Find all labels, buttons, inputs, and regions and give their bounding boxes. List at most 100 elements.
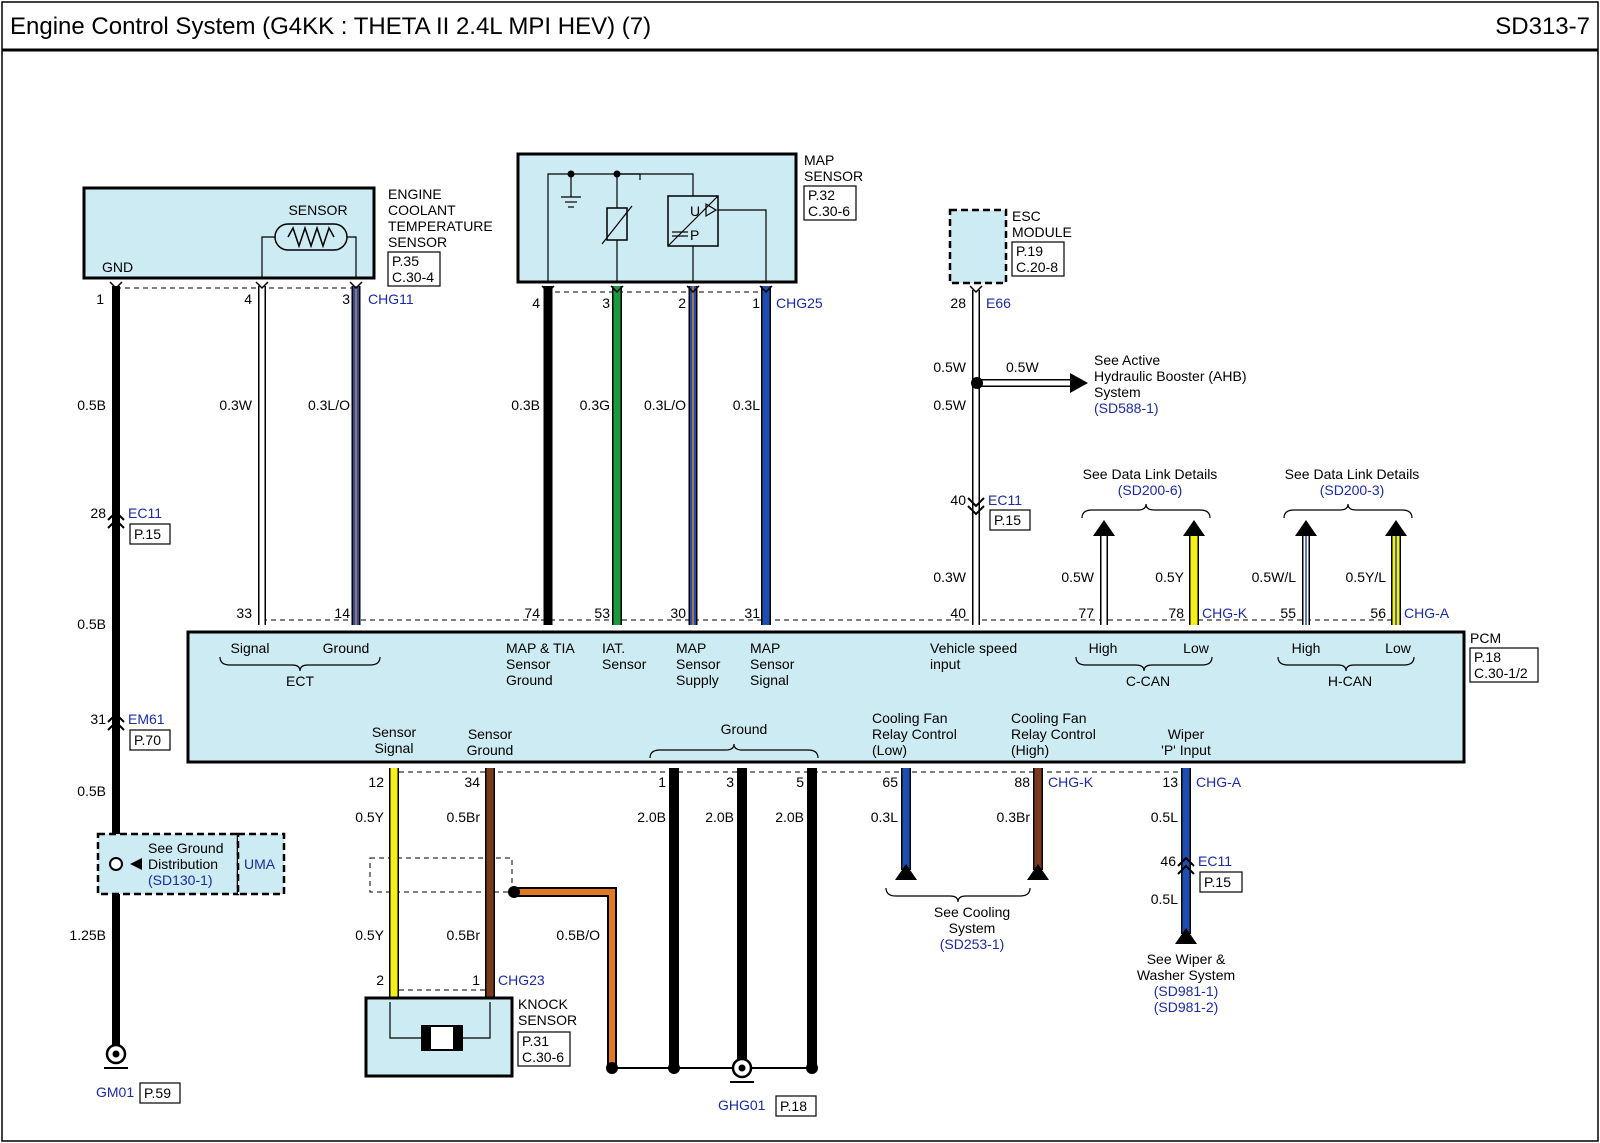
cooling-2: System <box>949 920 996 936</box>
pin-marker-map-3 <box>610 285 624 294</box>
esc-name-1: ESC <box>1012 208 1041 224</box>
ect-brace <box>219 656 381 672</box>
pin-28-ec11: 28 <box>90 505 106 521</box>
chevron-ec11-esc-2 <box>967 505 985 516</box>
datalink-ccan-ref-link[interactable]: (SD200-6) <box>1118 482 1183 498</box>
pcm-pin-65: 65 <box>882 774 898 790</box>
pin-marker-map-2 <box>686 285 700 294</box>
label-05w-3: 0.5W <box>933 397 966 413</box>
page-title: Engine Control System (G4KK : THETA II 2… <box>10 13 651 40</box>
fan-connector-name: CHG-K <box>1048 774 1094 790</box>
esc-ref-box <box>1011 241 1065 277</box>
arrow-ahb-icon <box>1070 373 1088 393</box>
label-03g: 0.3G <box>580 397 610 413</box>
ect-connector-name: CHG11 <box>368 291 414 307</box>
uma-label: UMA <box>244 856 276 872</box>
pcm-ccan-high: High <box>1089 640 1118 656</box>
chevron-ec11-wiper-icon <box>1177 856 1195 867</box>
connector-chevrons <box>107 497 1195 875</box>
em61-ref-box <box>129 729 171 751</box>
knock-ref-1: P.31 <box>522 1033 549 1049</box>
ahb-ref-link[interactable]: (SD588-1) <box>1094 400 1159 416</box>
pcm-pin-88: 88 <box>1014 774 1030 790</box>
esc-connector-name: E66 <box>986 295 1011 311</box>
wiper-ref-1-link[interactable]: (SD981-1) <box>1154 983 1219 999</box>
label-05y-2: 0.5Y <box>355 927 384 943</box>
label-05b-2: 0.5B <box>77 616 106 632</box>
splice-ground-c <box>806 1062 818 1074</box>
transducer-output-icon <box>705 202 718 218</box>
pcm-hcan-label: H-CAN <box>1328 673 1372 689</box>
transducer-p: P <box>690 227 699 243</box>
label-05b-1: 0.5B <box>77 397 106 413</box>
knock-shield-box <box>369 857 513 893</box>
map-sensor-box <box>516 152 798 284</box>
label-03br: 0.3Br <box>997 809 1031 825</box>
label-20b-1: 2.0B <box>637 809 666 825</box>
ground-gm01-ref-box <box>139 1082 181 1104</box>
pcm-pin-78: 78 <box>1168 605 1184 621</box>
label-05y-ccan: 0.5Y <box>1155 569 1184 585</box>
label-05wl: 0.5W/L <box>1252 569 1297 585</box>
pcm-fan-low-2: Relay Control <box>872 726 957 742</box>
datalink-hcan-ref-link[interactable]: (SD200-3) <box>1320 482 1385 498</box>
ec11-esc-ref-box <box>989 509 1031 531</box>
ect-name-1: ENGINE <box>388 186 442 202</box>
ground-gm01-dot <box>112 1050 120 1058</box>
datalink-hcan-text: See Data Link Details <box>1285 466 1420 482</box>
chevron-ec11-left-icon <box>107 510 125 521</box>
pcm-map-tia-2: Sensor <box>506 656 551 672</box>
map-supply-lead <box>617 173 694 196</box>
arrow-wiper-icon <box>1175 928 1197 944</box>
label-03l: 0.3L <box>733 397 760 413</box>
pcm-pin-3: 3 <box>726 774 734 790</box>
ground-group-brace <box>649 743 819 759</box>
pin-marker-map-4 <box>541 285 555 294</box>
arrow-ccan-high-icon <box>1093 520 1115 536</box>
ground-dist-ref-link[interactable]: (SD130-1) <box>148 872 213 888</box>
label-05bo: 0.5B/O <box>556 927 600 943</box>
pin-marker-ect-1 <box>109 281 123 290</box>
pin-markers <box>109 281 983 294</box>
label-05yl: 0.5Y/L <box>1346 569 1387 585</box>
ccan-connector-name: CHG-K <box>1202 605 1248 621</box>
label-20b-3: 2.0B <box>775 809 804 825</box>
esc-ref-1: P.19 <box>1016 243 1043 259</box>
label-05w-1: 0.5W <box>933 359 966 375</box>
ect-ref-box <box>387 251 441 287</box>
ect-name-2: COOLANT <box>388 202 456 218</box>
iat-arrow <box>601 205 633 245</box>
knock-ref-2: C.30-6 <box>522 1049 564 1065</box>
pcm-pin-5: 5 <box>796 774 804 790</box>
cooling-ref-link[interactable]: (SD253-1) <box>940 936 1005 952</box>
map-name-2: SENSOR <box>804 168 863 184</box>
ahb-1: See Active <box>1094 352 1160 368</box>
resistor-icon <box>287 225 335 249</box>
transducer-u: U <box>690 203 700 219</box>
ec11-esc-ref: P.15 <box>994 512 1021 528</box>
map-name-1: MAP <box>804 152 834 168</box>
ahb-2: Hydraulic Booster (AHB) <box>1094 368 1247 384</box>
ect-ref-1: P.35 <box>392 253 419 269</box>
ground-ghg01-dot <box>738 1064 746 1072</box>
ec11-left-ref: P.15 <box>134 526 161 542</box>
page-code: SD313-7 <box>1495 13 1590 40</box>
ec11-wiper-ref-box <box>1199 871 1243 893</box>
pcm-map-signal-2: Sensor <box>750 656 795 672</box>
label-03l-fan: 0.3L <box>871 809 898 825</box>
pcm-pin-77: 77 <box>1078 605 1094 621</box>
arrow-hcan-high-icon <box>1295 520 1317 536</box>
ect-name-4: SENSOR <box>388 234 447 250</box>
pcm-ref-1: P.18 <box>1474 649 1501 665</box>
esc-name-2: MODULE <box>1012 224 1072 240</box>
label-20b-2: 2.0B <box>705 809 734 825</box>
wiper-ref-2-link[interactable]: (SD981-2) <box>1154 999 1219 1015</box>
pcm-ref-2: C.30-1/2 <box>1474 665 1528 681</box>
chevron-em61-icon <box>107 712 125 723</box>
pcm-sensor-ground-2: Ground <box>467 742 514 758</box>
pcm-box <box>186 630 1466 764</box>
em61-name: EM61 <box>128 711 165 727</box>
ground-ghg01-ref: P.18 <box>780 1098 807 1114</box>
pcm-iat-1: IAT. <box>602 640 625 656</box>
